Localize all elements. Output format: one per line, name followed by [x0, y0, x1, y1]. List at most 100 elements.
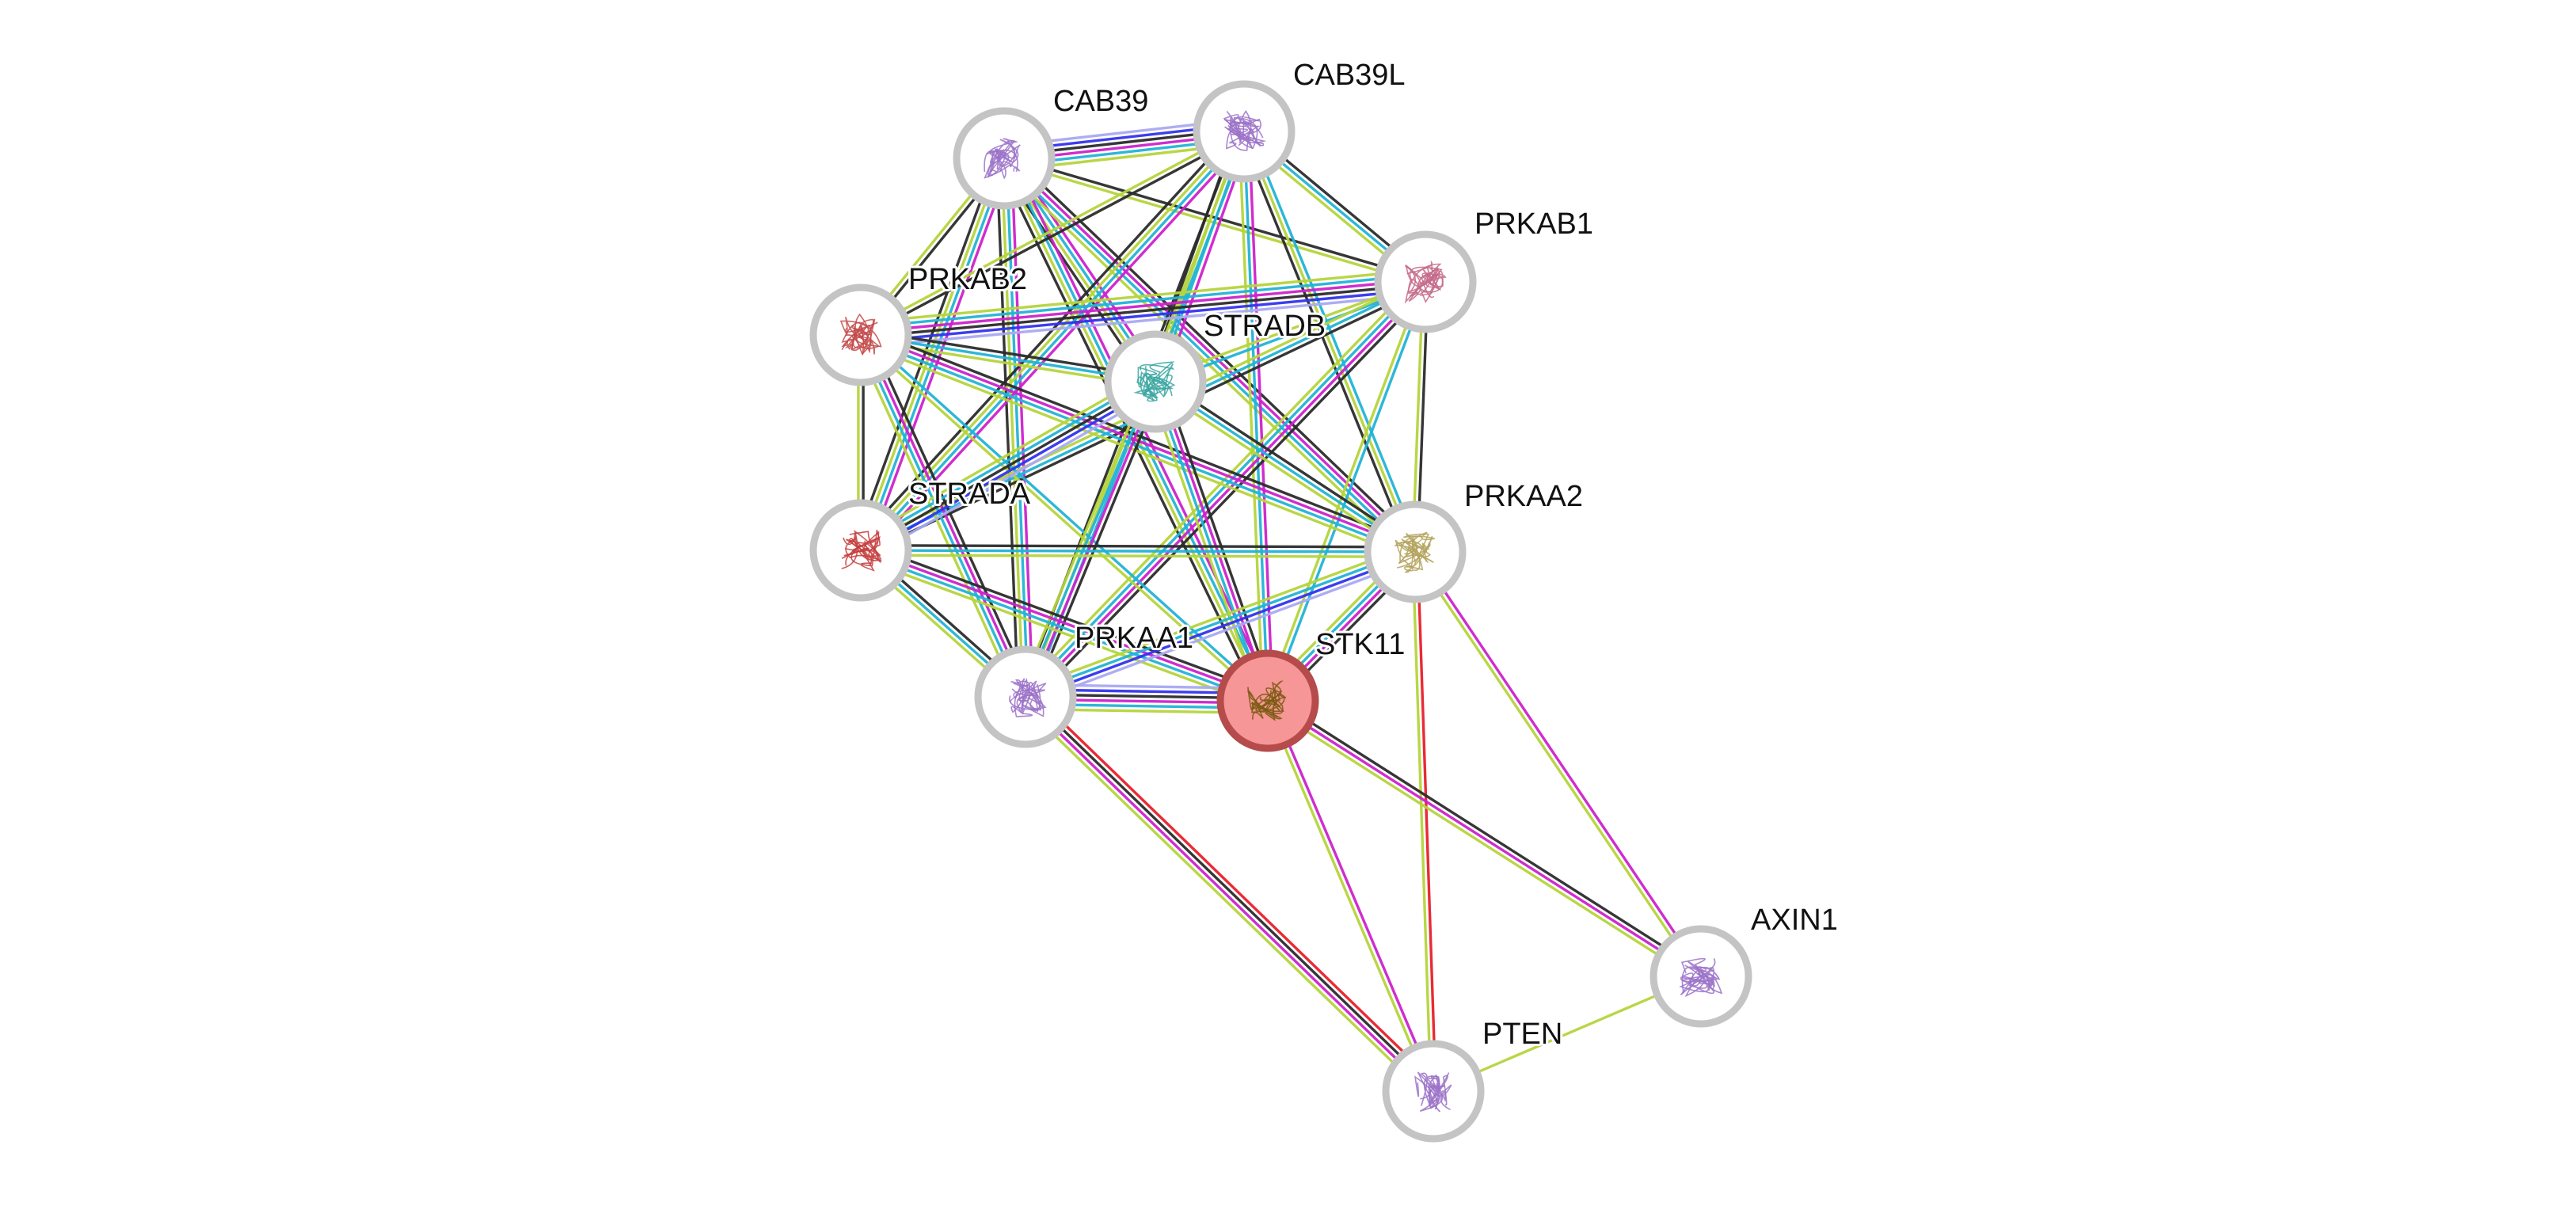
node-prkab1[interactable] [1374, 230, 1477, 333]
edge-prkaa2-prkaa1[interactable] [1022, 543, 1419, 706]
edge-evidence-experiments [1022, 697, 1433, 1094]
edge-evidence-cooccurrence [860, 287, 1428, 344]
edge-evidence-gene-fusion [1029, 690, 1440, 1088]
node-prkaa1[interactable] [974, 645, 1077, 748]
edge-evidence-coexpression [995, 157, 1020, 699]
node-pten[interactable] [1382, 1040, 1485, 1143]
edge-evidence-textmining [1147, 382, 1262, 705]
node-label-prkab2: PRKAB2 [908, 263, 1027, 296]
edge-strada-stk11[interactable] [857, 542, 1272, 710]
edge-prkab1-stk11[interactable] [1264, 280, 1429, 703]
node-label-stk11: STK11 [1315, 628, 1405, 661]
edge-evidence-experiments [1247, 129, 1274, 702]
edge-evidence-coexpression [1030, 382, 1164, 702]
edge-evidence-coexpression [1161, 378, 1277, 700]
edge-evidence-textmining [1242, 130, 1417, 554]
node-label-axin1: AXIN1 [1751, 904, 1838, 937]
edge-evidence-coexpression [1025, 694, 1436, 1091]
node-label-cab39: CAB39 [1053, 85, 1148, 118]
node-label-stradb: STRADB [1204, 310, 1326, 343]
edge-evidence-experiments [1010, 156, 1035, 698]
protein-structure-icon [1404, 260, 1447, 304]
edge-evidence-textmining [859, 554, 1417, 558]
protein-structure-icon [1247, 680, 1287, 721]
edge-evidence-coexpression [860, 131, 1247, 339]
node-cab39l[interactable] [1193, 80, 1296, 183]
edge-prkab1-prkab2[interactable] [858, 268, 1429, 349]
protein-structure-icon [1009, 678, 1047, 717]
edge-evidence-coexpression [1238, 131, 1413, 555]
node-stradb[interactable] [1104, 330, 1207, 433]
edge-evidence-textmining [1264, 700, 1433, 1094]
edge-evidence-coexpression [859, 380, 1157, 552]
edge-stradb-strada[interactable] [854, 371, 1162, 561]
edge-stk11-axin1[interactable] [1263, 695, 1706, 982]
edge-evidence-homology [1026, 557, 1419, 706]
edge-evidence-experiments [858, 278, 1427, 334]
edge-prkaa2-pten[interactable] [1411, 550, 1437, 1093]
edge-stradb-prkaa1[interactable] [1017, 377, 1164, 702]
node-label-prkaa2: PRKAA2 [1464, 480, 1583, 513]
node-label-cab39l: CAB39L [1293, 59, 1406, 92]
edge-evidence-coexpression [859, 544, 1417, 549]
protein-structure-icon [984, 138, 1021, 180]
node-prkab2[interactable] [809, 283, 912, 386]
edge-evidence-gene-fusion [1416, 550, 1437, 1093]
edge-evidence-textmining [857, 556, 1267, 710]
edge-evidence-textmining [1018, 701, 1430, 1098]
edge-stradb-prkaa2[interactable] [1151, 376, 1420, 557]
protein-structure-icon [1394, 531, 1435, 573]
edge-evidence-textmining [858, 127, 1245, 334]
node-circle[interactable] [1382, 1040, 1485, 1143]
edge-evidence-textmining [1411, 552, 1701, 980]
edge-evidence-cooccurrence [862, 384, 1159, 557]
edge-evidence-databases [858, 273, 1426, 329]
edge-evidence-coexpression [1269, 695, 1706, 974]
edge-strada-prkaa2[interactable] [859, 544, 1417, 558]
edge-evidence-databases [1022, 379, 1155, 698]
edge-evidence-coexpression [862, 542, 1272, 695]
edge-evidence-experiments [865, 135, 1251, 557]
edge-evidence-textmining [854, 371, 1152, 543]
edge-evidence-textmining [1264, 280, 1425, 702]
edge-evidence-databases [1022, 279, 1425, 697]
protein-structure-icon [839, 313, 882, 356]
protein-structure-icon [1414, 1071, 1452, 1113]
edge-stradb-stk11[interactable] [1147, 378, 1277, 705]
edge-evidence-textmining [1151, 384, 1414, 557]
edge-evidence-cooccurrence [1025, 553, 1417, 701]
node-strada[interactable] [809, 499, 912, 602]
edge-evidence-homology [860, 292, 1429, 349]
node-axin1[interactable] [1649, 925, 1752, 1028]
edge-evidence-databases [857, 375, 1155, 548]
edge-evidence-experiments [1269, 698, 1437, 1092]
edge-evidence-experiments [1026, 381, 1159, 699]
protein-structure-icon [841, 529, 882, 572]
node-prkaa2[interactable] [1364, 500, 1467, 603]
edge-evidence-textmining [858, 268, 1426, 325]
edge-prkaa1-pten[interactable] [1018, 690, 1440, 1098]
node-circle[interactable] [809, 283, 912, 386]
edge-evidence-homology [864, 389, 1162, 561]
edge-evidence-databases [859, 549, 1417, 554]
edge-evidence-experiments [1266, 699, 1703, 978]
edge-evidence-coexpression [859, 283, 1428, 339]
edge-evidence-experiments [860, 546, 1270, 700]
node-cab39[interactable] [953, 107, 1056, 210]
edge-evidence-coexpression [854, 124, 1240, 547]
edge-evidence-experiments [862, 333, 1029, 698]
node-label-prkab1: PRKAB1 [1474, 207, 1593, 241]
edge-cab39l-prkaa2[interactable] [1238, 127, 1421, 555]
node-label-strada: STRADA [908, 477, 1031, 511]
node-label-prkaa1: PRKAA1 [1075, 622, 1193, 655]
node-stk11[interactable] [1216, 649, 1319, 752]
edge-evidence-databases [1151, 381, 1267, 703]
edge-evidence-databases [1154, 380, 1417, 554]
edge-evidence-experiments [1415, 549, 1705, 977]
edge-evidence-textmining [1017, 377, 1151, 696]
edge-prkaa2-axin1[interactable] [1411, 549, 1705, 980]
edge-cab39l-prkab2[interactable] [858, 127, 1247, 339]
edge-stk11-pten[interactable] [1264, 698, 1437, 1094]
